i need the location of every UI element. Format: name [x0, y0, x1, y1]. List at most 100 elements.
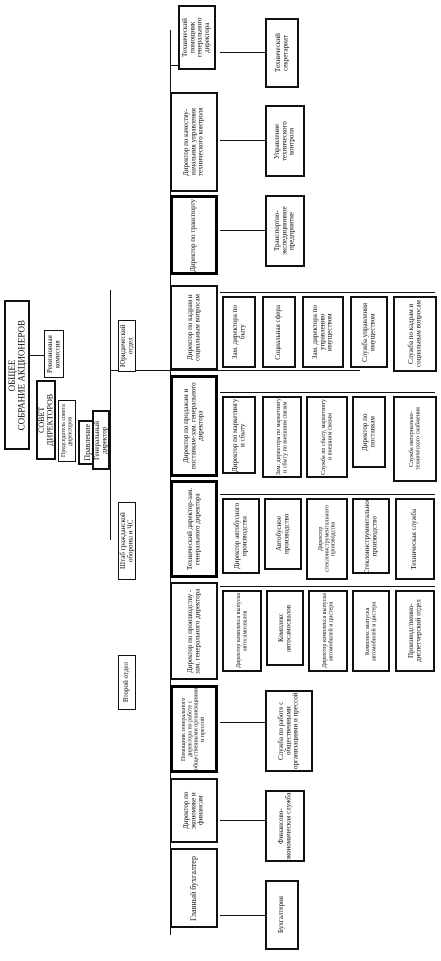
- board-chair-label: Председатель совета директоров: [60, 404, 73, 458]
- unit-sales-5: Служба материально-технического снабжени…: [393, 396, 437, 482]
- unit-tech-4-label: Стеклоинструментальное производство: [362, 498, 378, 574]
- unit-prod-2-label: Комплекс автосамосвалов: [276, 604, 292, 652]
- director-tech-assistant-label: Технический помощник генерального директ…: [181, 17, 212, 58]
- director-economics: Директор по экономике и финансам: [170, 778, 218, 843]
- unit-hr-5: Служба по кадрам и социальным вопросам: [393, 296, 437, 372]
- unit-prod-4-label: Комплекс выпуска автомобилей и цистерн: [364, 601, 377, 661]
- director-hr: Директор по кадрам и социальным вопросам: [170, 285, 218, 370]
- director-tech-assistant: Технический помощник генерального директ…: [178, 5, 216, 70]
- staff-link-line: [110, 370, 170, 371]
- unit-tech-control-label: Управление технического контроля: [272, 121, 296, 161]
- staff-trunk-line: [110, 290, 111, 540]
- unit-pr-service: Служба по работе с общественными организ…: [265, 690, 313, 772]
- director-accountant: Главный бухгалтер: [170, 848, 218, 928]
- unit-sales-2: Зам. директора по маркетингу и сбыту по …: [262, 396, 302, 478]
- unit-sales-5-label: Служба материально-технического снабжени…: [408, 407, 421, 471]
- director-technical-label: Технический директор-зам. генерального д…: [185, 487, 201, 571]
- director-transport-label: Директор по транспорту: [189, 198, 198, 272]
- sub-link-pr: [220, 722, 265, 723]
- unit-accounting-label: Бухгалтерия: [277, 896, 286, 934]
- director-sales-label: Директор по продажам и поставкам-зам. ге…: [181, 382, 205, 470]
- unit-tech-3: Директор стеклоинструментального произво…: [306, 498, 348, 580]
- unit-tech-secretariat: Технический секретариат: [265, 18, 299, 88]
- sub-link-tech-assistant: [220, 52, 265, 53]
- audit-commission-label: Ревизионная комиссия: [45, 335, 61, 373]
- sub-link-economics: [220, 820, 265, 821]
- unit-hr-3: Зам. директора по управлению имуществом: [302, 296, 344, 368]
- unit-tech-3-label: Директор стеклоинструментального произво…: [317, 505, 337, 573]
- general-director-label: Генеральный директор: [92, 420, 108, 460]
- unit-hr-4: Служба управления имуществом: [350, 296, 388, 368]
- general-director-box: Генеральный директор: [92, 410, 110, 470]
- main-horizontal-line: [170, 370, 360, 371]
- unit-sales-3: Служба по сбыту, маркетингу и внешним св…: [306, 396, 348, 478]
- unit-finance-service: Финансово-экономическая служба: [265, 790, 305, 862]
- unit-sales-1: Директор по маркетингу и сбыту: [222, 396, 256, 474]
- unit-tech-5-label: Техническая служба: [410, 508, 419, 570]
- unit-finance-service-label: Финансово-экономическая служба: [276, 792, 292, 860]
- director-production: Директор по производству - зам. генераль…: [170, 582, 218, 680]
- director-sales: Директор по продажам и поставкам-зам. ге…: [170, 375, 218, 477]
- second-department-label: Второй отдел: [122, 662, 131, 703]
- audit-link-line: [30, 355, 44, 356]
- unit-hr-1: Зам. директора по быту: [222, 296, 256, 368]
- shareholders-line2: СОБРАНИЕ АКЦИОНЕРОВ: [16, 319, 26, 431]
- director-quality: Директор по качеству-начальник управлени…: [170, 92, 218, 192]
- unit-tech-4: Стеклоинструментальное производство: [352, 498, 390, 574]
- unit-hr-4-label: Служба управления имуществом: [360, 302, 376, 362]
- unit-prod-4: Комплекс выпуска автомобилей и цистерн: [352, 590, 390, 672]
- tech-top-line: [220, 494, 435, 495]
- unit-tech-2-label: Автобусное производство: [274, 513, 290, 555]
- unit-tech-1-label: Директор автобусного производства: [232, 502, 248, 570]
- board-chair-box: Председатель совета директоров: [58, 400, 76, 462]
- hr-top-line: [220, 292, 435, 293]
- civil-defense-box: Штаб гражданской обороны и ЧС: [118, 502, 136, 580]
- unit-sales-4-label: Директор по поставкам: [360, 413, 376, 451]
- unit-sales-3-label: Служба по сбыту, маркетингу и внешним св…: [320, 398, 333, 476]
- unit-prod-5: Производственно-диспетчерский отдел: [395, 590, 435, 672]
- director-technical: Технический директор-зам. генерального д…: [170, 480, 218, 578]
- unit-sales-1-label: Директор по маркетингу и сбыту: [230, 398, 246, 472]
- sub-link-accountant: [220, 915, 265, 916]
- director-pr-assistant-label: Помощник генерального директора по работ…: [181, 688, 207, 770]
- unit-hr-5-label: Служба по кадрам и социальным вопросам: [406, 300, 422, 368]
- unit-tech-control: Управление технического контроля: [265, 105, 305, 177]
- unit-prod-5-label: Производственно-диспетчерский отдел: [406, 599, 422, 663]
- legal-department-label: Юридический отдел: [118, 324, 134, 368]
- unit-sales-2-label: Зам. директора по маркетингу и сбыту по …: [275, 398, 288, 476]
- sub-link-transport: [220, 230, 265, 231]
- unit-hr-3-label: Зам. директора по управлению имуществом: [310, 305, 334, 359]
- second-department-box: Второй отдел: [118, 655, 136, 710]
- director-economics-label: Директор по экономике и финансам: [181, 791, 205, 830]
- unit-hr-2-label: Социальная сфера: [274, 304, 283, 360]
- unit-transport-enterprise: Транспортно-экспедиционное предприятие: [265, 195, 305, 267]
- unit-prod-3: Директор комплекса выпуска автомобилей и…: [308, 590, 348, 672]
- unit-hr-2: Социальная сфера: [262, 296, 296, 368]
- director-accountant-label: Главный бухгалтер: [188, 855, 198, 921]
- unit-prod-1: Директор комплекса выпуска автосамосвало…: [222, 590, 262, 672]
- unit-tech-secretariat-label: Технический секретариат: [273, 33, 289, 73]
- sales-top-line: [220, 392, 435, 393]
- audit-commission-box: Ревизионная комиссия: [44, 330, 64, 378]
- unit-prod-2: Комплекс автосамосвалов: [266, 590, 304, 666]
- unit-tech-2: Автобусное производство: [264, 498, 302, 570]
- civil-defense-label: Штаб гражданской обороны и ЧС: [118, 512, 134, 570]
- shareholders-box: ОБЩЕЕ СОБРАНИЕ АКЦИОНЕРОВ: [4, 300, 30, 450]
- unit-prod-1-label: Директор комплекса выпуска автосамосвало…: [235, 593, 248, 669]
- unit-tech-1: Директор автобусного производства: [222, 498, 260, 574]
- shareholders-line1: ОБЩЕЕ: [6, 359, 17, 391]
- prod-top-line: [220, 586, 435, 587]
- unit-prod-3-label: Директор комплекса выпуска автомобилей и…: [321, 593, 334, 669]
- legal-department-box: Юридический отдел: [118, 320, 136, 372]
- unit-pr-service-label: Служба по работе с общественными организ…: [276, 692, 300, 770]
- director-hr-label: Директор по кадрам и социальным вопросам: [185, 294, 201, 361]
- director-pr-assistant: Помощник генерального директора по работ…: [170, 685, 218, 773]
- unit-transport-enterprise-label: Транспортно-экспедиционное предприятие: [272, 206, 296, 256]
- director-quality-label: Директор по качеству-начальник управлени…: [181, 107, 205, 177]
- unit-tech-5: Техническая служба: [395, 498, 435, 580]
- director-production-label: Директор по производству - зам. генераль…: [185, 588, 201, 674]
- board-box: СОВЕТ ДИРЕКТОРОВ: [36, 380, 56, 460]
- director-transport: Директор по транспорту: [170, 195, 218, 275]
- unit-hr-1-label: Зам. директора по быту: [230, 305, 246, 359]
